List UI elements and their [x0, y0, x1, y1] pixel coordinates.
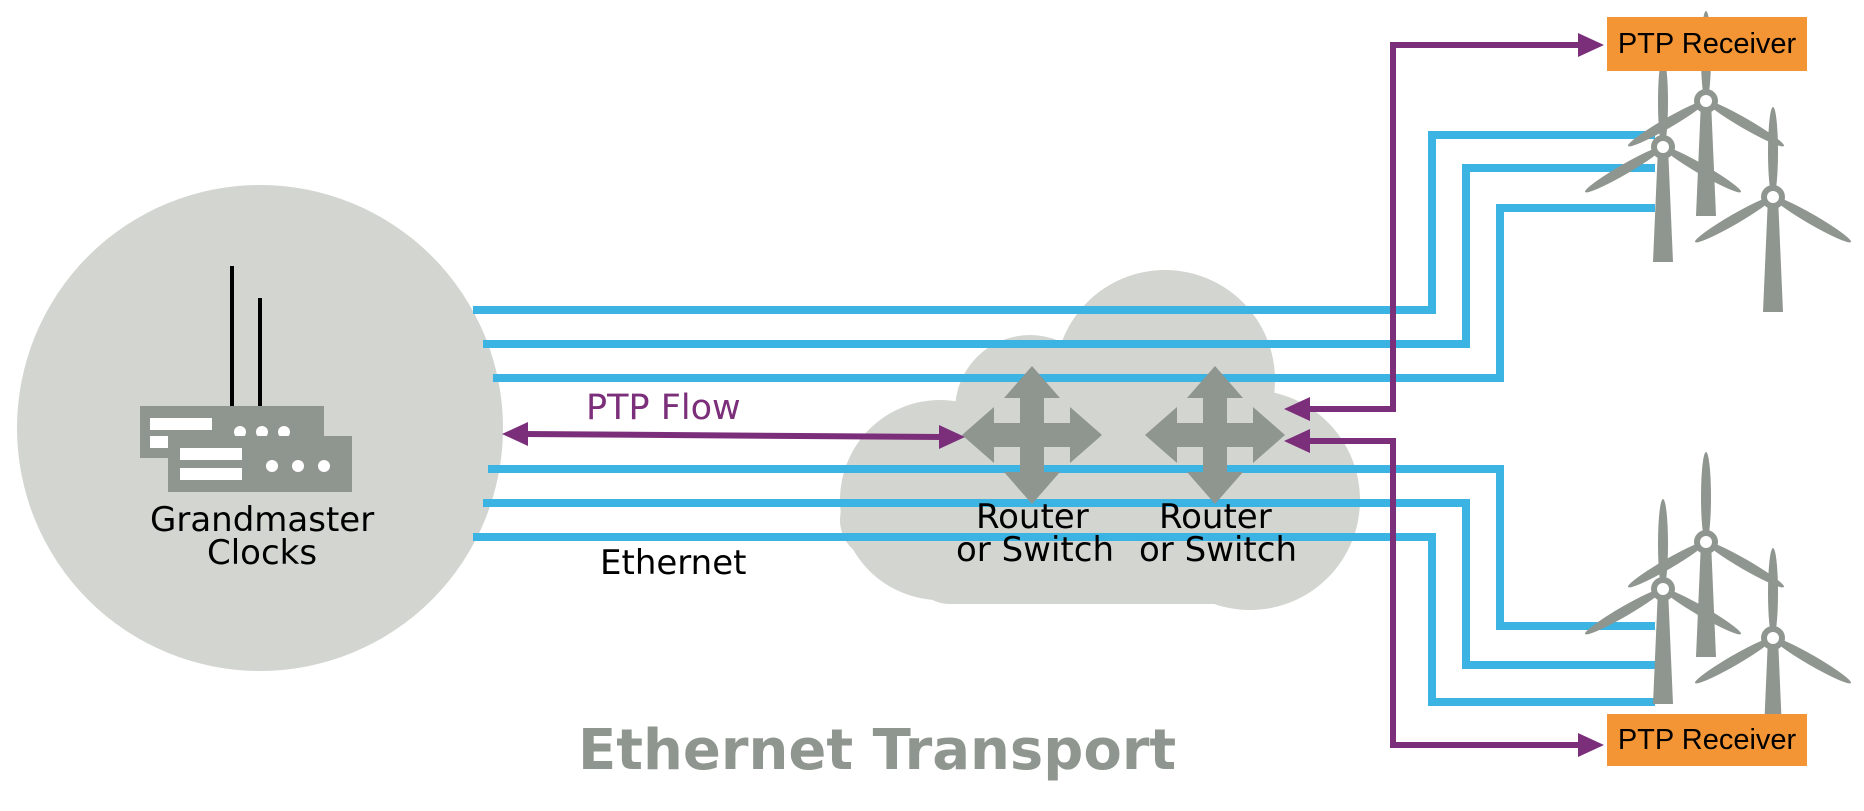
ethernet-lines-top: [473, 131, 1655, 382]
router2-label-line1: Router: [1159, 497, 1272, 537]
router1-label-line1: Router: [976, 497, 1089, 537]
ptp-flow-arrow: [502, 422, 965, 449]
diagram-title: Ethernet Transport: [578, 718, 1177, 783]
router2-label-line2: or Switch: [1139, 530, 1297, 570]
router-switch-icon: [962, 366, 1102, 504]
grandmaster-label-line2: Clocks: [207, 533, 318, 573]
wind-turbine-icon: [1692, 107, 1854, 312]
grandmaster-label-line1: Grandmaster: [150, 500, 375, 540]
router-switch-icon: [1145, 366, 1285, 504]
wind-turbine-group-bottom: [1582, 452, 1854, 753]
ptp-path-top: [1284, 33, 1604, 421]
ptp-path-bottom: [1284, 429, 1604, 757]
ptp-receiver-top: PTP Receiver: [1607, 17, 1807, 71]
ptp-receiver-bottom-label: PTP Receiver: [1617, 723, 1797, 756]
grandmaster-clock-icon: [140, 266, 352, 492]
ptp-receiver-top-label: PTP Receiver: [1617, 27, 1797, 60]
ptp-flow-label: PTP Flow: [586, 388, 741, 428]
ptp-receiver-bottom: PTP Receiver: [1607, 714, 1807, 766]
router1-label-line2: or Switch: [956, 530, 1114, 570]
ethernet-lines-bottom: [473, 465, 1655, 706]
ethernet-label: Ethernet: [600, 543, 747, 583]
